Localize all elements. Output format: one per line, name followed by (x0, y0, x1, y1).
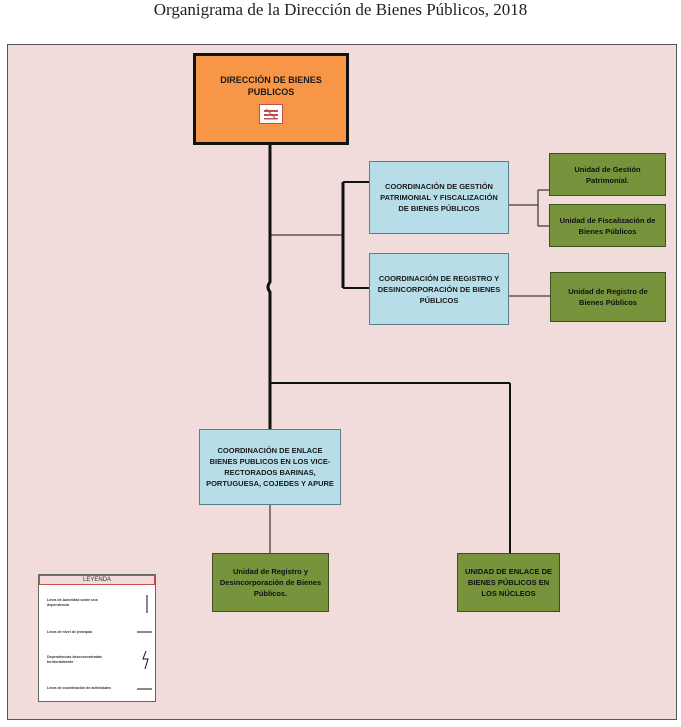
coord-registro-label: COORDINACIÓN DE REGISTRO Y DESINCORPORAC… (377, 273, 501, 305)
unidad-gestion-label: Unidad de Gestión Patrimonial. (574, 164, 641, 185)
unidad-enlace-nucleos-label: UNIDAD DE ENLACE DE BIENES PÚBLICOS EN L… (464, 567, 553, 598)
unidad-fiscalizacion-box: Unidad de Fiscalización de Bienes Públic… (549, 204, 666, 247)
coord-gestion-box: COORDINACIÓN DE GESTIÓN PATRIMONIAL Y FI… (369, 161, 509, 234)
coord-registro-box: COORDINACIÓN DE REGISTRO Y DESINCORPORAC… (369, 253, 509, 325)
unidad-registro-bienes-box: Unidad de Registro de Bienes Públicos (550, 272, 666, 322)
coord-gestion-label: COORDINACIÓN DE GESTIÓN PATRIMONIAL Y FI… (380, 182, 498, 213)
coord-enlace-label: COORDINACIÓN DE ENLACE BIENES PUBLICOS E… (206, 446, 334, 488)
unidad-gestion-box: Unidad de Gestión Patrimonial. (549, 153, 666, 196)
legend-symbols (137, 595, 152, 690)
legend-title: LEYENDA (39, 575, 155, 585)
decentralized-icon (142, 650, 149, 670)
unidad-registro-desinc-box: Unidad de Registro y Desincorporación de… (212, 553, 329, 612)
unidad-enlace-nucleos-box: UNIDAD DE ENLACE DE BIENES PÚBLICOS EN L… (457, 553, 560, 612)
legend-item: Dependencias desconcentradas territorial… (47, 655, 102, 664)
unidad-registro-bienes-label: Unidad de Registro de Bienes Públicos (568, 287, 648, 307)
page-title: Organigrama de la Dirección de Bienes Pú… (153, 0, 528, 19)
institution-logo-icon (259, 104, 283, 124)
legend: LEYENDA Línea de Autoridad sobre una dep… (38, 574, 156, 702)
direccion-label: DIRECCIÓN DE BIENES PUBLICOS (220, 75, 322, 97)
unidad-fiscalizacion-label: Unidad de Fiscalización de Bienes Públic… (559, 215, 656, 236)
legend-item: Línea de coordinación de actividades (47, 686, 111, 690)
legend-item: Línea de nivel de jerarquía (47, 630, 93, 634)
direccion-box: DIRECCIÓN DE BIENES PUBLICOS (193, 53, 349, 145)
unidad-registro-desinc-label: Unidad de Registro y Desincorporación de… (219, 567, 322, 598)
legend-item: Línea de Autoridad sobre una dependencia (47, 598, 98, 607)
coord-enlace-box: COORDINACIÓN DE ENLACE BIENES PUBLICOS E… (199, 429, 341, 505)
